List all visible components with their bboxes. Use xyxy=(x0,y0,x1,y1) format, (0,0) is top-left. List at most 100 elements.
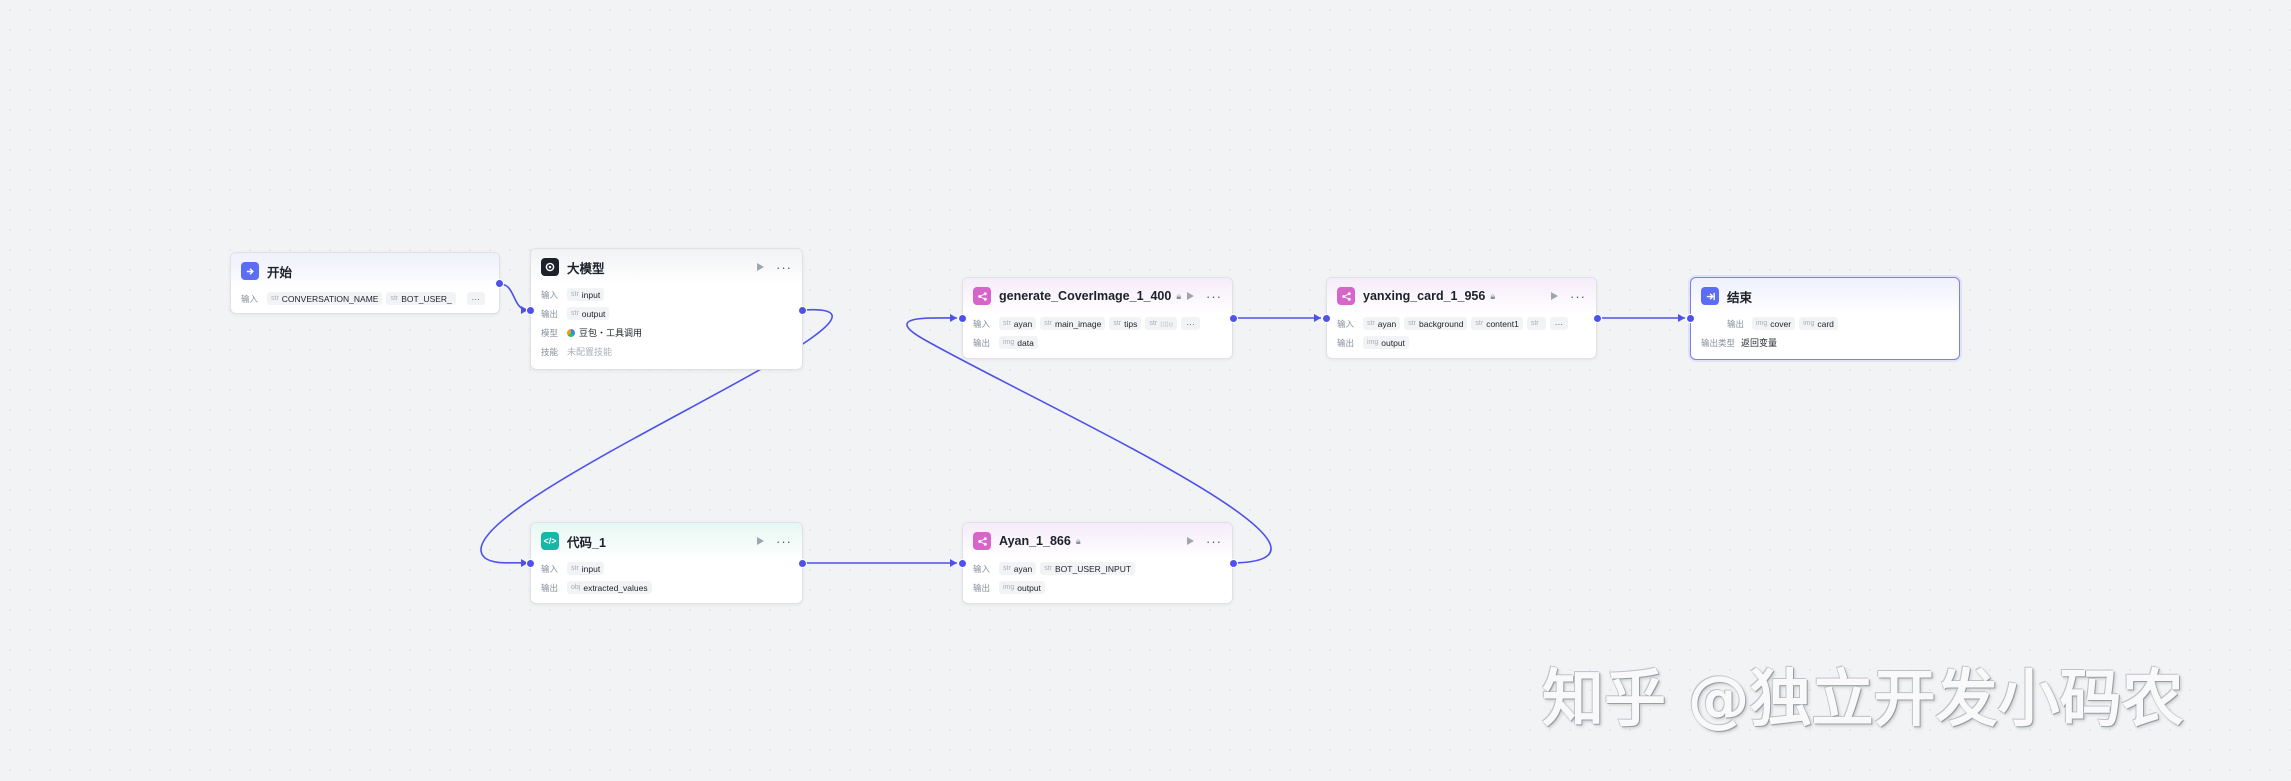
edge-arrowhead xyxy=(950,314,957,322)
more-vars-chip[interactable]: ··· xyxy=(1549,317,1569,330)
node-header: </> 代码_1 ··· xyxy=(531,523,802,559)
more-options-icon[interactable]: ··· xyxy=(1206,533,1222,549)
image-type-icon: img xyxy=(1003,339,1015,346)
edge-arrowhead xyxy=(1314,314,1321,322)
more-options-icon[interactable]: ··· xyxy=(776,533,792,549)
node-title: 结束 xyxy=(1727,290,1753,305)
edge-start-to-llm[interactable] xyxy=(499,283,529,311)
plugin-share-icon xyxy=(1337,287,1355,305)
output-port[interactable] xyxy=(1229,314,1238,323)
more-options-icon[interactable]: ··· xyxy=(776,259,792,275)
more-options-icon[interactable]: ··· xyxy=(1206,288,1222,304)
image-type-icon: img xyxy=(1756,320,1768,327)
output-port[interactable] xyxy=(1229,559,1238,568)
output-port[interactable] xyxy=(495,279,504,288)
node-header: 大模型 ··· xyxy=(531,249,802,285)
input-port[interactable] xyxy=(1686,314,1695,323)
node-header: generate_CoverImage_1_400 🔒︎ ··· xyxy=(963,278,1232,314)
edge-arrowhead xyxy=(1678,314,1685,322)
llm-model-icon xyxy=(541,258,559,276)
more-vars-chip[interactable]: ··· xyxy=(1181,317,1200,330)
node-title: Ayan_1_866 xyxy=(999,534,1071,548)
output-port[interactable] xyxy=(798,559,807,568)
node-header: 开始 xyxy=(231,253,499,289)
node-header: 结束 xyxy=(1691,278,1959,314)
node-title: yanxing_card_1_956 xyxy=(1363,289,1486,303)
input-port[interactable] xyxy=(526,559,535,568)
row-label: 输入 xyxy=(241,293,259,304)
run-icon[interactable] xyxy=(757,263,764,271)
more-options-icon[interactable]: ··· xyxy=(1570,288,1586,304)
node-title: 大模型 xyxy=(567,261,605,276)
output-port[interactable] xyxy=(1593,314,1602,323)
node-header: Ayan_1_866 🔒︎ ··· xyxy=(963,523,1232,559)
lock-icon: 🔒︎ xyxy=(1176,290,1182,301)
skill-row: 技能 未配置技能 xyxy=(541,346,613,358)
input-port[interactable] xyxy=(958,314,967,323)
input-port[interactable] xyxy=(526,306,535,315)
watermark-text: 知乎 @独立开发小码农 xyxy=(1542,662,2184,735)
plugin-share-icon xyxy=(973,532,991,550)
node-title: 开始 xyxy=(267,265,293,280)
input-port[interactable] xyxy=(958,559,967,568)
plugin-share-icon xyxy=(973,287,991,305)
image-type-icon: img xyxy=(1803,320,1815,327)
end-exit-icon xyxy=(1701,287,1719,305)
output-type-value: 返回变量 xyxy=(1741,338,1778,348)
node-title: 代码_1 xyxy=(567,535,606,550)
image-type-icon: img xyxy=(1003,584,1015,591)
node-title: generate_CoverImage_1_400 xyxy=(999,289,1172,303)
image-type-icon: img xyxy=(1367,339,1379,346)
input-port[interactable] xyxy=(1322,314,1331,323)
output-port[interactable] xyxy=(798,306,807,315)
skill-value: 未配置技能 xyxy=(567,347,613,357)
run-icon[interactable] xyxy=(1187,537,1194,545)
model-name: 豆包・工具调用 xyxy=(579,328,643,338)
run-icon[interactable] xyxy=(1187,292,1194,300)
run-icon[interactable] xyxy=(1551,292,1558,300)
lock-icon: 🔒︎ xyxy=(1490,290,1496,301)
model-row: 模型 豆包・工具调用 xyxy=(541,327,643,339)
input-var-chip: str xyxy=(1526,317,1546,330)
lock-icon: 🔒︎ xyxy=(1075,535,1081,546)
run-icon[interactable] xyxy=(757,537,764,545)
more-vars-chip[interactable]: ··· xyxy=(466,292,485,305)
doubao-model-icon xyxy=(567,328,575,337)
code-icon: </> xyxy=(541,532,559,550)
